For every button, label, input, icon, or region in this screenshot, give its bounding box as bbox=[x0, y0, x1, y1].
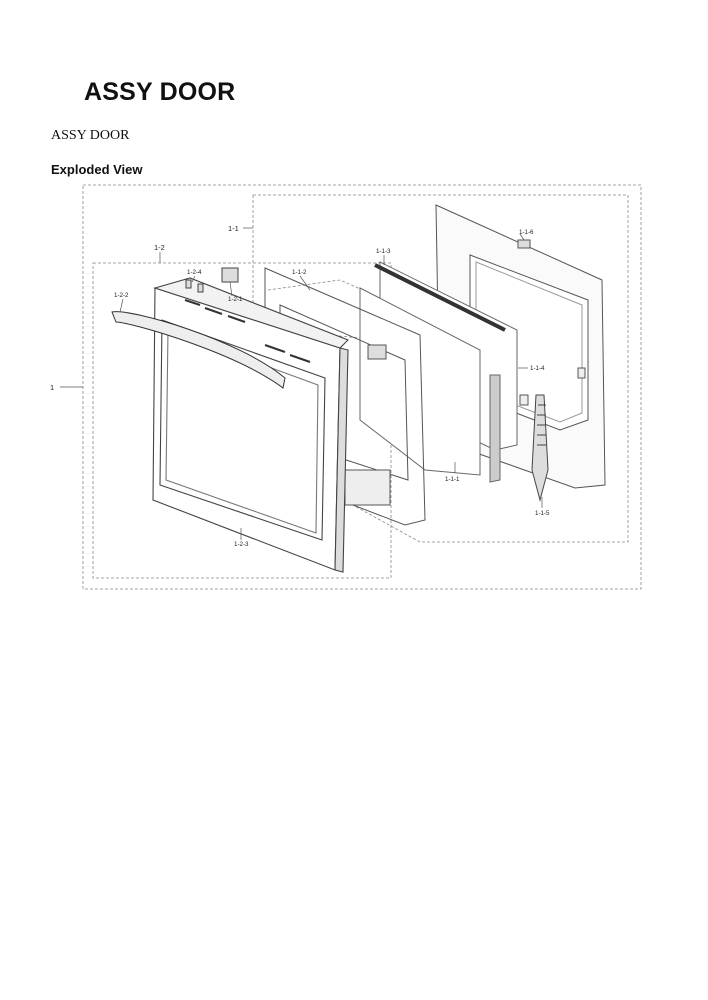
callout-1: 1 bbox=[50, 383, 54, 392]
callout-1-1-3: 1-1-3 bbox=[376, 248, 391, 255]
front-door bbox=[152, 277, 349, 573]
callout-1-1: 1-1 bbox=[228, 224, 239, 233]
callout-1-2-3: 1-2-3 bbox=[234, 541, 249, 548]
door-handle bbox=[111, 311, 286, 389]
callout-1-2: 1-2 bbox=[154, 243, 165, 252]
callout-1-1-4: 1-1-4 bbox=[530, 365, 545, 372]
callout-1-1-6: 1-1-6 bbox=[519, 229, 534, 236]
hinge bbox=[531, 394, 549, 502]
assembly-1-1-boundary bbox=[252, 194, 629, 543]
callout-1-2-4: 1-2-4 bbox=[187, 269, 202, 276]
glass-panels bbox=[359, 261, 518, 483]
callout-1-1-5: 1-1-5 bbox=[535, 510, 550, 517]
page-subtitle: ASSY DOOR bbox=[51, 128, 130, 143]
small-parts bbox=[185, 267, 239, 293]
page-title: ASSY DOOR bbox=[84, 78, 236, 106]
section-heading: Exploded View bbox=[51, 162, 143, 177]
callout-1-1-1: 1-1-1 bbox=[445, 476, 460, 483]
callout-1-2-1: 1-2-1 bbox=[228, 296, 243, 303]
callout-1-2-2: 1-2-2 bbox=[114, 292, 129, 299]
callout-1-1-2: 1-1-2 bbox=[292, 269, 307, 276]
